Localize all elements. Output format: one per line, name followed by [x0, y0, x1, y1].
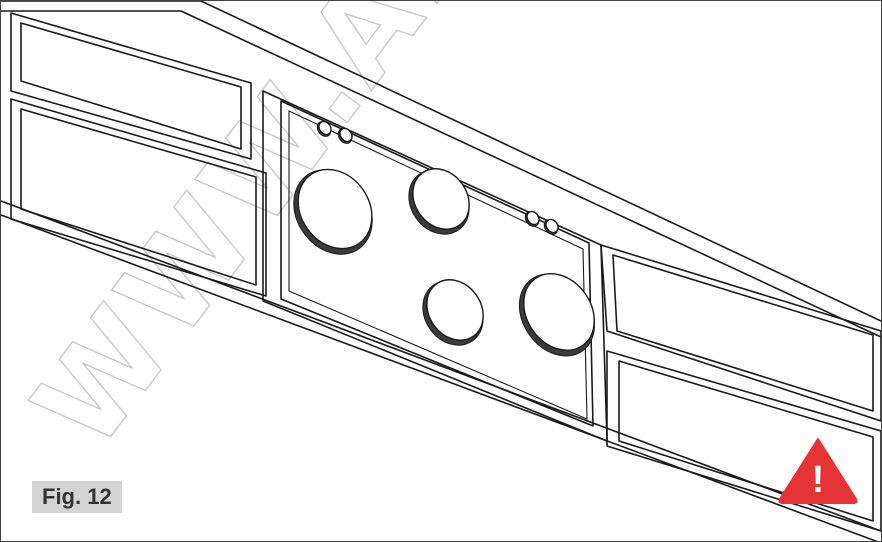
large-hole	[518, 273, 596, 357]
large-hole	[408, 168, 470, 235]
right-upper-recess	[600, 244, 881, 422]
large-hole	[422, 279, 484, 346]
left-upper-recess	[10, 12, 252, 160]
small-hole	[337, 127, 353, 144]
watermark: WWW.ALF	[7, 1, 556, 474]
warning-triangle-icon: !	[778, 438, 858, 504]
small-hole	[543, 218, 559, 235]
small-hole	[316, 120, 332, 137]
right-lower-recess	[606, 350, 881, 532]
large-hole	[293, 168, 373, 255]
watermark-text: WWW.ALF	[8, 1, 556, 473]
warning-glyph: !	[812, 459, 825, 501]
left-lower-recess	[10, 98, 267, 297]
small-hole	[524, 210, 540, 227]
figure-label: Fig. 12	[32, 481, 122, 513]
